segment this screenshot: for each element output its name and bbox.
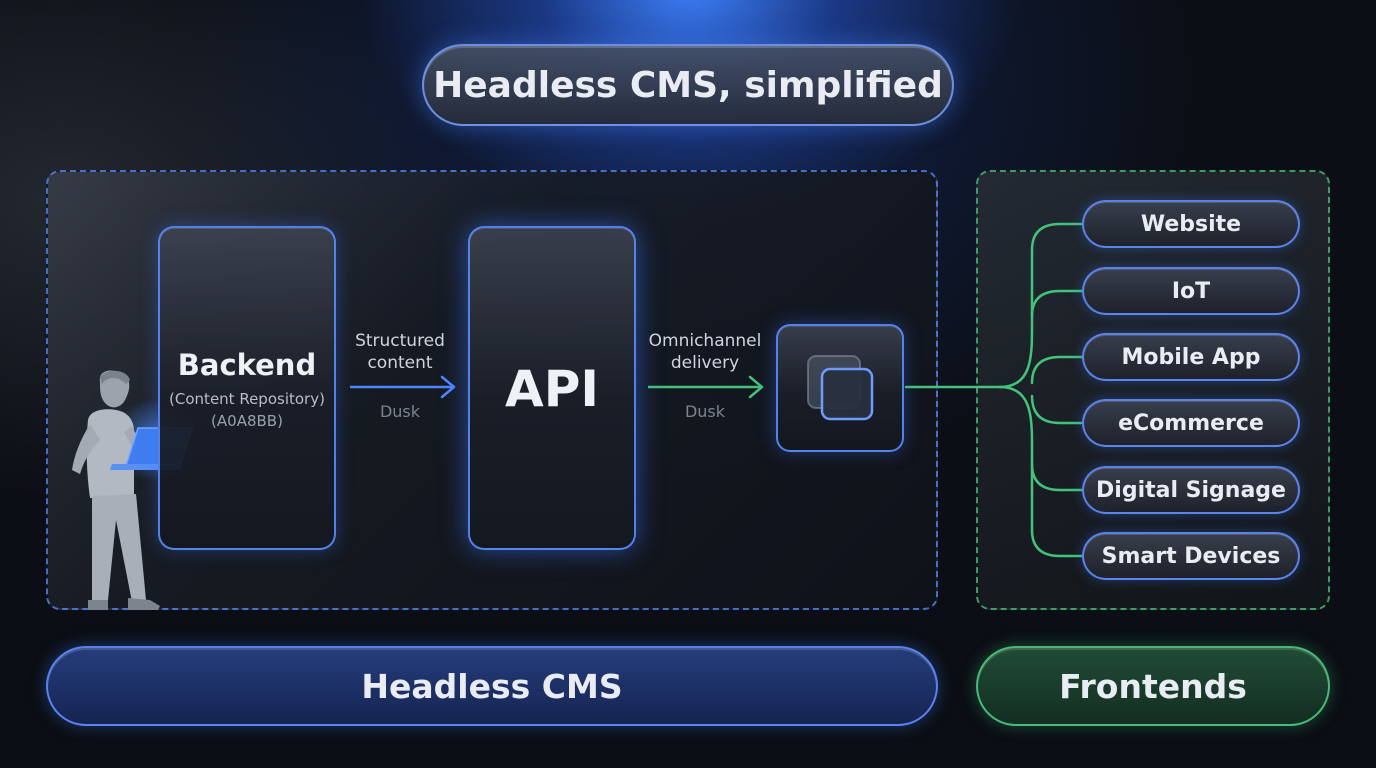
edge-label-line2: content xyxy=(367,353,433,373)
frontend-branch-connectors xyxy=(904,222,1084,558)
edge-label-structured-content: Structured content xyxy=(346,330,454,374)
frontend-item-mobile-app: Mobile App xyxy=(1082,333,1300,381)
headless-cms-label-bar: Headless CMS xyxy=(46,646,938,726)
arrow-structured-content xyxy=(350,375,456,399)
arrow-right-icon xyxy=(440,375,456,399)
edge-label-line1: Structured xyxy=(355,331,445,351)
delivery-hub-node xyxy=(776,324,904,452)
stacked-squares-icon xyxy=(807,355,874,421)
edge-label-line1: Omnichannel xyxy=(648,331,762,351)
edge-label-line2: delivery xyxy=(670,353,740,373)
backend-subtitle: (Content Repository) xyxy=(169,390,325,408)
frontends-label-bar: Frontends xyxy=(976,646,1330,726)
backend-code: (A0A8BB) xyxy=(211,412,283,430)
frontend-item-website: Website xyxy=(1082,200,1300,248)
edge-label-omnichannel-delivery: Omnichannel delivery xyxy=(644,330,766,374)
diagram-title: Headless CMS, simplified xyxy=(422,44,954,126)
edge-sub-structured: Dusk xyxy=(379,402,421,421)
frontend-item-smart-devices: Smart Devices xyxy=(1082,532,1300,580)
frontend-item-iot: IoT xyxy=(1082,267,1300,315)
frontend-item-ecommerce: eCommerce xyxy=(1082,399,1300,447)
api-title: API xyxy=(505,360,599,418)
frontend-item-digital-signage: Digital Signage xyxy=(1082,466,1300,514)
arrow-omnichannel-delivery xyxy=(648,375,764,399)
backend-title: Backend xyxy=(177,348,317,382)
edge-sub-omnichannel: Dusk xyxy=(684,402,726,421)
backend-node: Backend (Content Repository) (A0A8BB) xyxy=(158,226,336,550)
arrow-right-icon xyxy=(748,375,764,399)
api-node: API xyxy=(468,226,636,550)
